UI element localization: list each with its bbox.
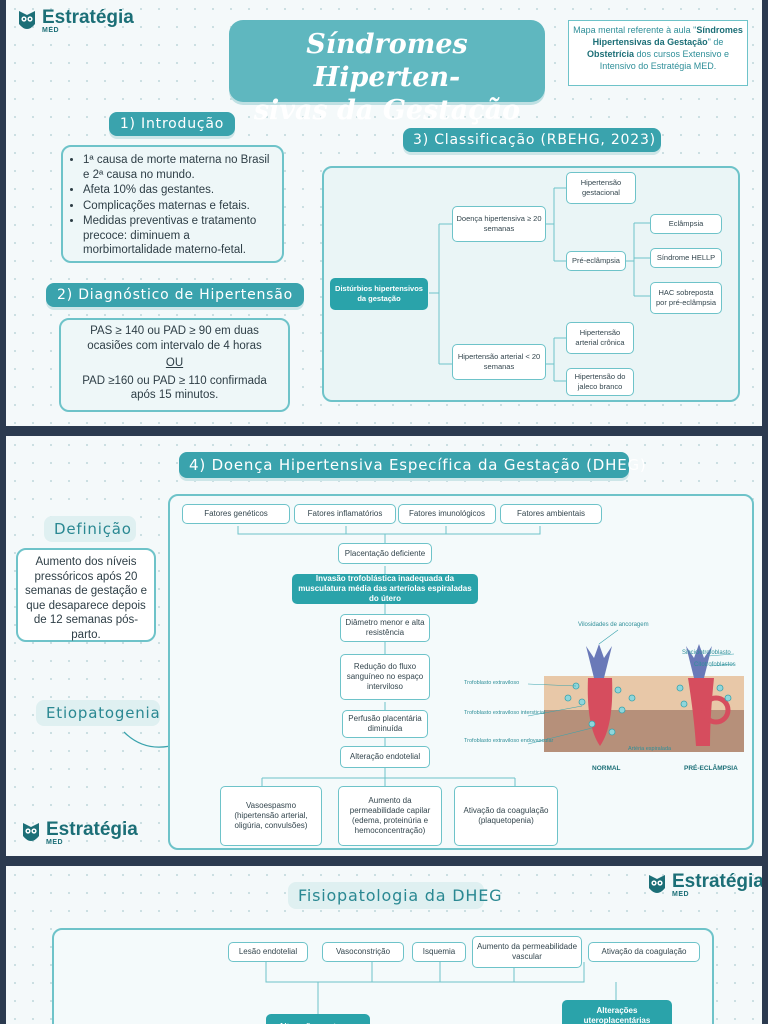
brand-sub: MED	[46, 839, 64, 846]
class-jaleco: Hipertensão do jaleco branco	[566, 368, 634, 396]
title-line-2: sivas da Gestação	[253, 95, 521, 126]
factor-inflammatory: Fatores inflamatórios	[294, 504, 396, 524]
classification-box: Distúrbios hipertensivos da gestação Doe…	[322, 166, 740, 402]
class-cron: Hipertensão arterial crônica	[566, 322, 634, 354]
owl-icon	[649, 875, 665, 893]
placentation-figure: Vilosidades de ancoragem Sinciciotrofobl…	[464, 622, 744, 772]
dheg-heading: 4) Doença Hipertensiva Específica da Ges…	[179, 452, 646, 478]
intro-heading: 1) Introdução	[109, 112, 235, 136]
class-dh20: Doença hipertensiva ≥ 20 semanas	[452, 206, 546, 242]
brand-name: Estratégia	[46, 819, 138, 840]
class-ha20: Hipertensão arterial < 20 semanas	[452, 344, 546, 380]
outcome-coagulation: Ativação da coagulação (plaquetopenia)	[454, 786, 558, 846]
diagnosis-or: OU	[165, 357, 184, 369]
fig-label-extra: Trofoblasto extraviloso	[464, 680, 519, 686]
fig-label-normal: NORMAL	[592, 765, 621, 772]
intro-box: 1ª causa de morte materna no Brasil e 2ª…	[61, 145, 284, 263]
panel-dheg: 4) Doença Hipertensiva Específica da Ges…	[6, 436, 762, 856]
definition-heading: Definição	[44, 516, 136, 542]
panel-intro: Estratégia MED Síndromes Hiperten- sivas…	[6, 0, 762, 426]
brand-name: Estratégia	[42, 7, 134, 28]
panel-physiopathology: Estratégia MED Fisiopatologia da DHEG Le…	[6, 866, 762, 1024]
chain-step: Alteração endotelial	[340, 746, 430, 768]
physio-item: Aumento da permeabilidade vascular	[472, 936, 582, 968]
physio-item: Isquemia	[412, 942, 466, 962]
classification-connectors	[429, 187, 650, 382]
fig-label-villi: Vilosidades de ancoragem	[578, 622, 649, 628]
page-title: Síndromes Hiperten- sivas da Gestação	[229, 20, 545, 126]
class-pre: Pré-eclâmpsia	[566, 251, 626, 271]
brand-logo: Estratégia MED	[16, 8, 134, 34]
fig-label-cito: Citotrofoblastos	[694, 662, 736, 668]
fig-label-sincicio: Sinciciotrofoblasto	[682, 650, 731, 656]
physio-item: Vasoconstrição	[322, 942, 404, 962]
intro-bullet: Medidas preventivas e tratamento precoce…	[83, 214, 274, 258]
factor-genetic: Fatores genéticos	[182, 504, 290, 524]
chain-step: Redução do fluxo sanguíneo no espaço int…	[340, 654, 430, 700]
class-gest: Hipertensão gestacional	[566, 172, 636, 204]
chain-step: Diâmetro menor e alta resistência	[340, 614, 430, 642]
definition-text: Aumento dos níveis pressóricos após 20 s…	[24, 556, 148, 641]
diagnosis-line-2: PAD ≥160 ou PAD ≥ 110 confirmada após 15…	[82, 374, 267, 402]
physio-uteroplacental: Alterações uteroplacentárias	[562, 1000, 672, 1024]
intro-bullet: 1ª causa de morte materna no Brasil e 2ª…	[83, 153, 274, 182]
fig-label-inter: Trofoblasto extraviloso intersticial	[464, 710, 545, 716]
physio-maternal: Alterações maternas	[266, 1014, 370, 1024]
course-note: Mapa mental referente à aula "Síndromes …	[568, 20, 748, 86]
dheg-flow-box: Fatores genéticos Fatores inflamatórios …	[168, 494, 754, 850]
factor-environmental: Fatores ambientais	[500, 504, 602, 524]
brand-name: Estratégia	[672, 871, 762, 892]
fig-label-endo: Trofoblasto extraviloso endovascular	[464, 738, 554, 744]
etiopathogenesis-heading: Etiopatogenia	[36, 700, 160, 726]
diagnosis-line-1: PAS ≥ 140 ou PAD ≥ 90 em duas ocasiões c…	[87, 325, 262, 352]
outcome-permeability: Aumento da permeabilidade capilar (edema…	[338, 786, 442, 846]
physio-connectors	[265, 962, 617, 1014]
class-hac: HAC sobreposta por pré-eclâmpsia	[650, 282, 722, 314]
class-ecl: Eclâmpsia	[650, 214, 722, 234]
brand-sub: MED	[42, 27, 60, 34]
title-line-1: Síndromes Hiperten-	[306, 29, 468, 93]
physio-heading: Fisiopatologia da DHEG	[288, 882, 502, 909]
outcome-vasospasm: Vasoespasmo (hipertensão arterial, oligú…	[220, 786, 322, 846]
intro-bullet: Afeta 10% das gestantes.	[83, 183, 274, 198]
chain-step: Placentação deficiente	[338, 543, 432, 564]
fig-label-art: Artéria espiralada	[628, 746, 672, 752]
diagnosis-heading: 2) Diagnóstico de Hipertensão	[46, 283, 304, 307]
intro-bullet: Complicações maternas e fetais.	[83, 199, 274, 214]
definition-box: Aumento dos níveis pressóricos após 20 s…	[16, 548, 156, 642]
owl-icon	[23, 823, 39, 841]
diagnosis-box: PAS ≥ 140 ou PAD ≥ 90 em duas ocasiões c…	[59, 318, 290, 412]
flow-connectors	[237, 526, 541, 786]
physio-box: Lesão endotelial Vasoconstrição Isquemia…	[52, 928, 714, 1024]
physio-item: Ativação da coagulação	[588, 942, 700, 962]
factor-immunological: Fatores imunológicos	[398, 504, 496, 524]
class-root: Distúrbios hipertensivos da gestação	[330, 278, 428, 310]
brand-logo: Estratégia MED	[20, 820, 138, 846]
class-hellp: Síndrome HELLP	[650, 248, 722, 268]
brand-sub: MED	[672, 891, 690, 898]
physio-item: Lesão endotelial	[228, 942, 308, 962]
fig-label-pre: PRÉ-ECLÂMPSIA	[684, 763, 738, 772]
classification-heading: 3) Classificação (RBEHG, 2023)	[403, 128, 661, 152]
chain-step-highlight: Invasão trofoblástica inadequada da musc…	[292, 574, 478, 604]
brand-logo: Estratégia MED	[646, 872, 762, 898]
chain-step: Perfusão placentária diminuída	[342, 710, 428, 738]
owl-icon	[19, 11, 35, 29]
